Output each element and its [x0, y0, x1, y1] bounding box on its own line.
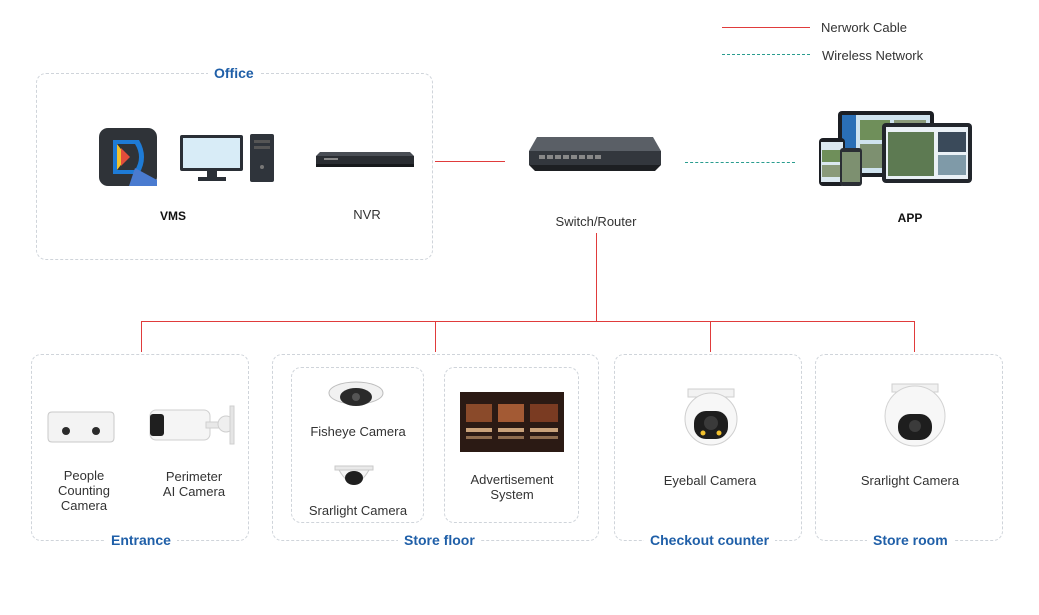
advertisement-screen-icon: [460, 392, 564, 452]
storeroom-starlight-camera-icon: [884, 383, 946, 447]
eyeball-camera-icon: [684, 388, 738, 446]
legend-wireless-label: Wireless Network: [822, 48, 924, 63]
legend-wireless-line: [722, 54, 810, 55]
wire-distribution-bus: [141, 321, 915, 322]
checkout-title: Checkout counter: [644, 532, 776, 548]
app-label: APP: [897, 211, 923, 225]
legend-wired-line: [722, 27, 810, 28]
store-floor-cameras-subbox: [291, 367, 424, 523]
people-counting-label: People Counting Camera: [57, 468, 111, 513]
app-devices-icon: [819, 111, 972, 186]
wire-drop-entrance: [141, 321, 142, 352]
vms-label: VMS: [159, 209, 186, 223]
wire-drop-store-floor: [435, 321, 436, 352]
checkout-box: [614, 354, 802, 541]
switch-router-icon: [529, 137, 661, 171]
entrance-title: Entrance: [105, 532, 177, 548]
starlight-dome-camera-icon: [334, 465, 374, 485]
wire-switch-trunk: [596, 233, 597, 322]
perimeter-camera-icon: [149, 405, 235, 445]
store-floor-title: Store floor: [398, 532, 481, 548]
store-floor-advert-subbox: [444, 367, 579, 523]
vms-computer-icon: [180, 134, 274, 182]
wire-drop-storeroom: [914, 321, 915, 352]
fisheye-label: Fisheye Camera: [310, 424, 406, 439]
store-floor-starlight-label: Srarlight Camera: [308, 503, 408, 518]
fisheye-camera-icon: [328, 381, 384, 406]
advertisement-label: Advertisement System: [470, 472, 554, 502]
nvr-icon: [316, 152, 414, 167]
storeroom-starlight-label: Srarlight Camera: [860, 473, 960, 488]
perimeter-label: Perimeter AI Camera: [162, 469, 226, 499]
vms-app-icon: [99, 128, 157, 186]
eyeball-label: Eyeball Camera: [663, 473, 757, 488]
people-counting-camera-icon: [47, 411, 115, 443]
nvr-label: NVR: [353, 207, 381, 222]
storeroom-title: Store room: [867, 532, 954, 548]
wire-switch-app: [685, 162, 795, 163]
office-title: Office: [208, 65, 260, 81]
wire-drop-checkout: [710, 321, 711, 352]
switch-label: Switch/Router: [555, 214, 637, 229]
legend-wired-label: Nerwork Cable: [821, 20, 907, 35]
wire-office-switch: [435, 161, 505, 162]
